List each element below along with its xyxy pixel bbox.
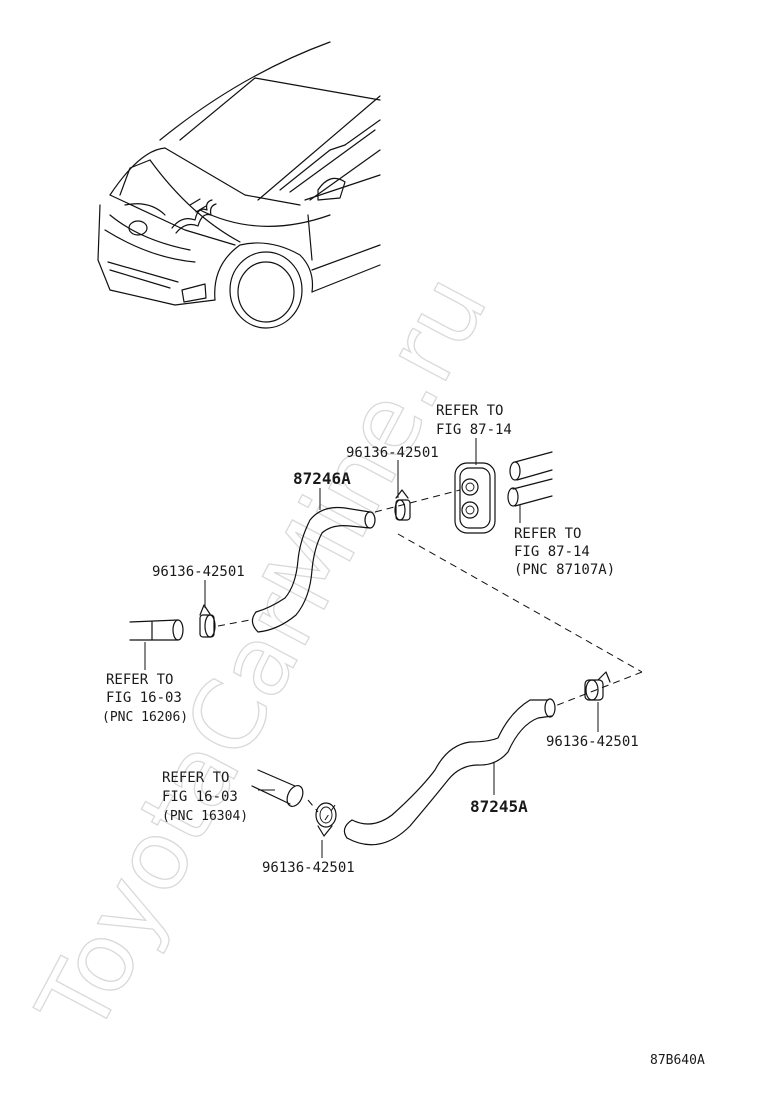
label-clamp-top: 96136-42501 xyxy=(346,445,439,461)
label-refer-16-03-left: REFER TO FIG 16-03 (PNC 16206) xyxy=(102,672,188,725)
label-hose-87245a: 87245A xyxy=(470,797,528,816)
label-clamp-bottom: 96136-42501 xyxy=(262,860,355,876)
clamp-left xyxy=(199,604,216,638)
vehicle-locator-illustration xyxy=(97,41,381,329)
hose-87246a xyxy=(251,506,376,633)
pipe-bottom xyxy=(251,769,304,807)
svg-text:FIG 16-03: FIG 16-03 xyxy=(106,690,182,706)
hose-87245a xyxy=(343,698,556,846)
label-hose-87246a: 87246A xyxy=(293,469,351,488)
label-refer-87-14-right: REFER TO FIG 87-14 (PNC 87107A) xyxy=(514,526,615,578)
svg-text:REFER TO: REFER TO xyxy=(162,770,229,786)
label-refer-87-14-top: REFER TO FIG 87-14 xyxy=(436,403,512,438)
svg-text:REFER TO: REFER TO xyxy=(514,526,581,542)
svg-text:(PNC 16206): (PNC 16206) xyxy=(102,710,188,725)
figure-code: 87B640A xyxy=(650,1053,705,1068)
svg-text:FIG 16-03: FIG 16-03 xyxy=(162,789,238,805)
svg-text:FIG 87-14: FIG 87-14 xyxy=(514,544,590,560)
clamp-bottom xyxy=(315,802,337,837)
heater-pipes xyxy=(507,451,553,507)
svg-text:REFER TO: REFER TO xyxy=(436,403,503,419)
label-refer-16-03-bottom: REFER TO FIG 16-03 (PNC 16304) xyxy=(162,770,248,824)
label-clamp-left: 96136-42501 xyxy=(152,564,245,580)
svg-text:(PNC 16304): (PNC 16304) xyxy=(162,809,248,824)
grommet xyxy=(454,462,496,534)
svg-text:REFER TO: REFER TO xyxy=(106,672,173,688)
watermark-text: ToyotaCarMine.ru xyxy=(16,258,509,1052)
svg-text:FIG 87-14: FIG 87-14 xyxy=(436,422,512,438)
leader-lines xyxy=(144,438,599,858)
label-clamp-right: 96136-42501 xyxy=(546,734,639,750)
pipe-left xyxy=(129,619,184,641)
svg-text:(PNC 87107A): (PNC 87107A) xyxy=(514,562,615,578)
clamp-right xyxy=(584,671,611,701)
watermark: ToyotaCarMine.ru xyxy=(15,257,509,1052)
